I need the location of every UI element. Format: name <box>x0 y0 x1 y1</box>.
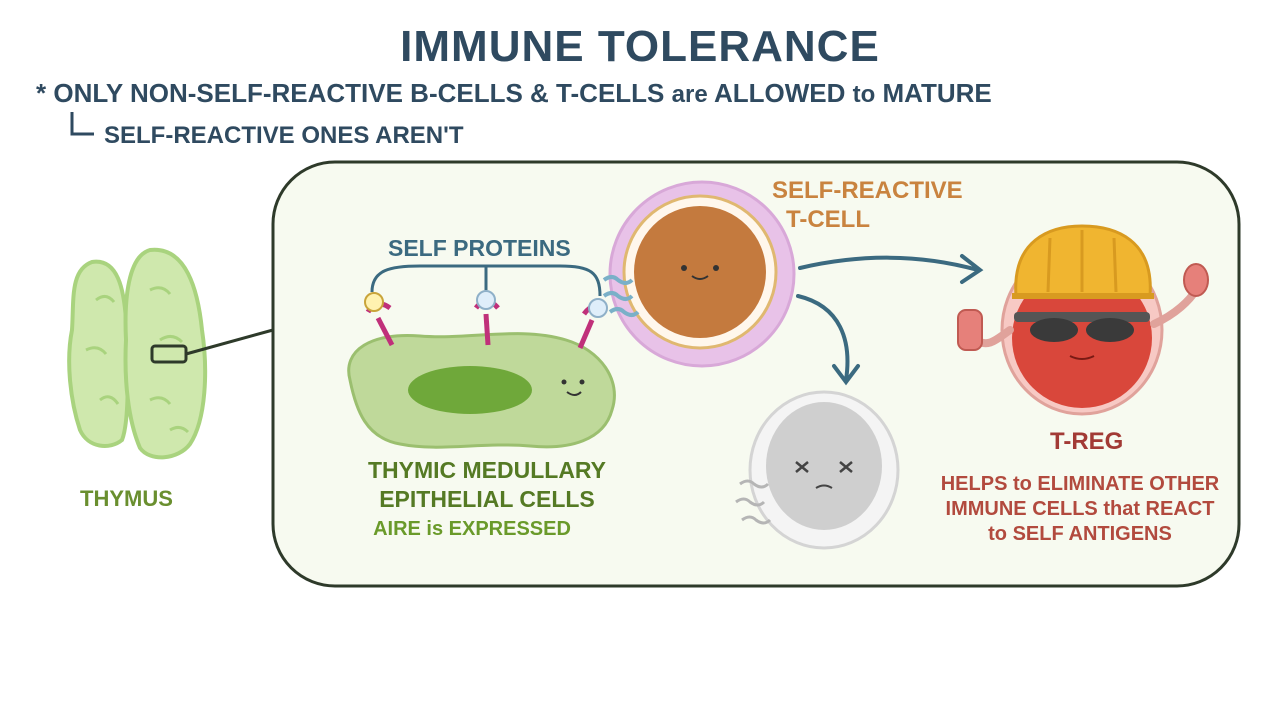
bullet-main: ONLY NON-SELF-REACTIVE B-CELLS & T-CELLS <box>53 78 665 108</box>
bullet-line-2: SELF-REACTIVE ONES AREN'T <box>104 122 464 149</box>
mtec-label: THYMIC MEDULLARY EPITHELIAL CELLS <box>352 456 622 514</box>
thymus-label: THYMUS <box>80 486 173 511</box>
treg-cell-icon <box>957 224 1209 416</box>
self-reactive-tcell-icon <box>602 180 796 368</box>
self-reactive-line2: T-CELL <box>786 206 870 233</box>
page-title: IMMUNE TOLERANCE <box>400 22 880 71</box>
mtec-label-line2: EPITHELIAL CELLS <box>379 486 595 512</box>
treg-desc-line3: to SELF ANTIGENS <box>988 523 1172 545</box>
mtec-cell-icon <box>347 332 616 449</box>
treg-desc-line1: HELPS to ELIMINATE OTHER <box>940 473 1220 495</box>
treg-description: HELPS to ELIMINATE OTHER IMMUNE CELLS th… <box>922 472 1238 547</box>
apoptotic-cell-icon <box>735 390 900 550</box>
sub-bullet-elbow-icon <box>70 112 94 136</box>
bullet-marker: * <box>36 78 47 108</box>
arrow-icon <box>796 254 984 386</box>
context-panel <box>271 160 1241 588</box>
treg-label: T-REG <box>1050 428 1124 455</box>
bullet-mature: MATURE <box>882 78 992 108</box>
bullet-allowed: ALLOWED <box>713 78 846 108</box>
mtec-label-line1: THYMIC MEDULLARY <box>367 457 607 483</box>
bullet-to: to <box>852 81 876 108</box>
treg-desc-line2: IMMUNE CELLS that REACT <box>945 498 1215 520</box>
self-reactive-line1: SELF-REACTIVE <box>772 177 963 204</box>
aire-label: AIRE is EXPRESSED <box>373 518 571 540</box>
thymus-icon <box>67 247 274 460</box>
self-reactive-tcell-label: SELF-REACTIVE T-CELL <box>772 176 1012 234</box>
bullet-line-1: * ONLY NON-SELF-REACTIVE B-CELLS & T-CEL… <box>36 78 992 109</box>
bullet-are: are <box>671 81 708 108</box>
self-proteins-label: SELF PROTEINS <box>388 235 571 261</box>
